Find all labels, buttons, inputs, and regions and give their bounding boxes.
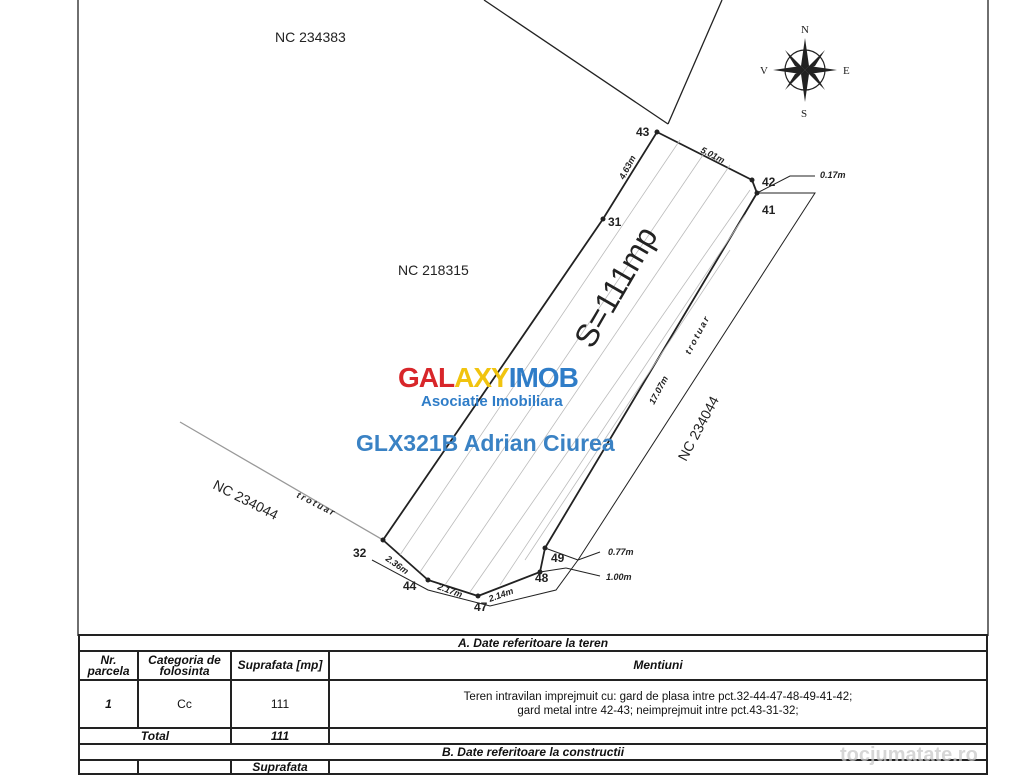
sidewalk-label: trotuar [295, 490, 338, 518]
section-a-title: A. Date referitoare la teren [78, 634, 988, 652]
svg-text:N: N [801, 24, 809, 36]
neighbor-label: NC 234044 [675, 393, 722, 463]
distance-label: 17.07m [647, 374, 670, 406]
cell-mentions: Teren intravilan imprejmuit cu: gard de … [328, 679, 988, 729]
watermark-agent: GLX321B Adrian Ciurea [356, 430, 615, 456]
neighbor-label: NC 234044 [211, 476, 282, 523]
neighbor-label: NC 234383 [275, 29, 346, 45]
header-b-area: Suprafata [230, 759, 330, 775]
point-label: 47 [474, 600, 488, 614]
header-category: Categoria de folosinta [137, 650, 232, 681]
neighbor-boundary [483, 0, 669, 125]
point-label: 32 [353, 546, 367, 560]
cell-area: 111 [230, 679, 330, 729]
point-label: 41 [762, 203, 776, 217]
distance-label: 0.77m [608, 547, 634, 557]
sidewalk-line [179, 421, 384, 541]
svg-text:V: V [760, 65, 768, 77]
point-label: 31 [608, 215, 622, 229]
cell-nr: 1 [78, 679, 139, 729]
cell-category: Cc [137, 679, 232, 729]
header-mentions: Mentiuni [328, 650, 988, 681]
point-label: 48 [535, 571, 549, 585]
watermark-subtitle: Asociatie Imobiliara [421, 393, 563, 410]
total-label: Total [78, 727, 232, 745]
sidewalk-outline [371, 192, 816, 607]
neighbor-boundary [667, 0, 723, 125]
neighbor-label: NC 218315 [398, 262, 469, 278]
sidewalk-label: trotuar [683, 313, 712, 356]
compass-icon: N S E V [760, 24, 850, 120]
distance-label: 0.17m [820, 170, 846, 180]
point-label: 42 [762, 175, 776, 189]
header-nr: Nr. parcela [78, 650, 139, 681]
land-data-table: A. Date referitoare la teren Nr. parcela… [78, 634, 988, 775]
parcel-outline [381, 130, 758, 597]
site-watermark: tocjumatate.ro [840, 744, 978, 766]
header-area: Suprafata [mp] [230, 650, 330, 681]
point-label: 43 [636, 125, 650, 139]
svg-text:S: S [801, 108, 807, 120]
total-value: 111 [230, 727, 330, 745]
distance-label: 2.17m [435, 581, 463, 599]
galaxyimob-logo: GALAXYIMOB [398, 362, 579, 393]
point-label: 44 [403, 579, 417, 593]
section-b-title: B. Date referitoare la constructii [78, 743, 988, 761]
point-label: 49 [551, 551, 565, 565]
distance-label: 5.01m [699, 145, 726, 166]
svg-text:E: E [843, 65, 850, 77]
hatching [399, 139, 751, 593]
distance-label: 1.00m [606, 572, 632, 582]
